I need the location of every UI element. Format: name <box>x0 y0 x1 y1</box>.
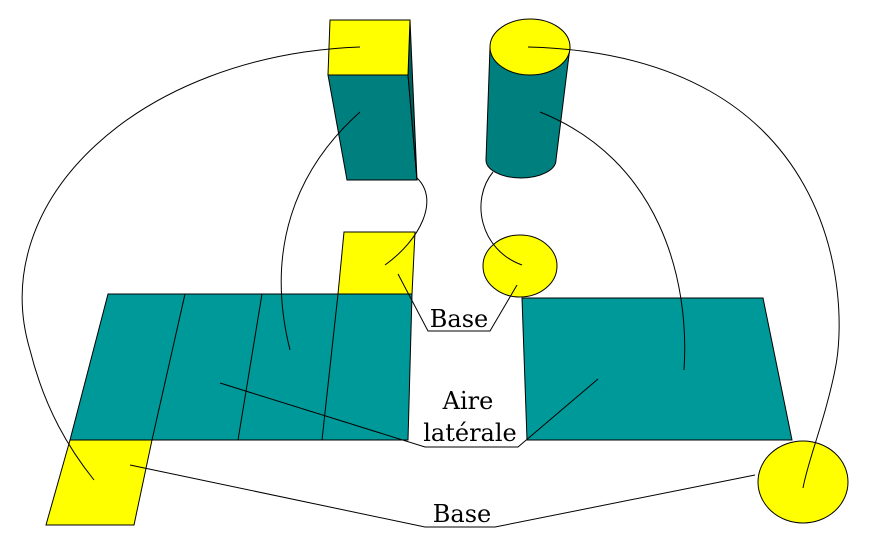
label-base-bottom: Base <box>433 500 491 528</box>
prism-net-bottom-base <box>45 439 153 526</box>
prism-top-base <box>327 19 411 76</box>
prism-net-fold-2 <box>237 293 263 441</box>
cylinder-body <box>485 46 571 179</box>
label-leaders <box>129 273 756 528</box>
leader-lateral <box>219 378 599 448</box>
correspondence-curves <box>21 46 840 489</box>
cylinder-3d <box>485 18 571 179</box>
prism-front-face <box>327 74 418 181</box>
label-lateral-line1: Aire <box>442 387 494 415</box>
cylinder-net-lateral <box>521 297 793 441</box>
cylinder-net-bottom-base <box>757 440 849 524</box>
prism-net-fold-1 <box>151 293 186 441</box>
labels: Base Aire latérale Base <box>423 305 517 528</box>
curve-cylinder-lateral-to-net <box>539 111 686 371</box>
prism-net-lateral <box>69 293 413 441</box>
leader-base-bottom <box>129 464 756 528</box>
cylinder-net-top-base <box>482 234 558 298</box>
prism-3d <box>327 19 418 181</box>
curve-cylinder-bottom-to-net-top <box>480 171 523 266</box>
label-lateral-line2: latérale <box>423 419 517 447</box>
curve-cylinder-base-to-net-bottom <box>527 46 840 489</box>
label-base-top: Base <box>430 305 488 333</box>
prism-net <box>45 231 416 526</box>
cylinder-net <box>482 234 849 524</box>
curve-prism-lateral-to-net <box>280 111 361 351</box>
curve-prism-base-to-net-bottom <box>21 46 361 481</box>
leader-base-top <box>397 273 518 332</box>
curve-prism-bottom-to-net-top <box>384 177 428 266</box>
